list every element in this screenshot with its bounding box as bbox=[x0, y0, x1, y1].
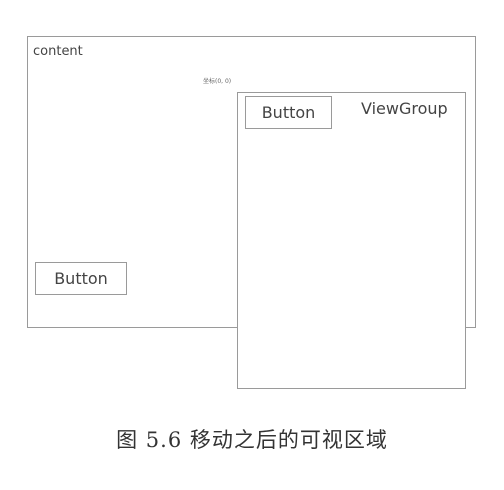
coordinate-label: 坐标(0, 0) bbox=[203, 78, 232, 85]
viewgroup-label: ViewGroup bbox=[361, 99, 448, 118]
content-button: Button bbox=[35, 262, 127, 295]
figure-caption: 图 5.6 移动之后的可视区域 bbox=[116, 428, 388, 452]
viewgroup-area bbox=[237, 92, 466, 389]
viewgroup-button: Button bbox=[245, 96, 332, 129]
content-label: content bbox=[33, 44, 83, 59]
